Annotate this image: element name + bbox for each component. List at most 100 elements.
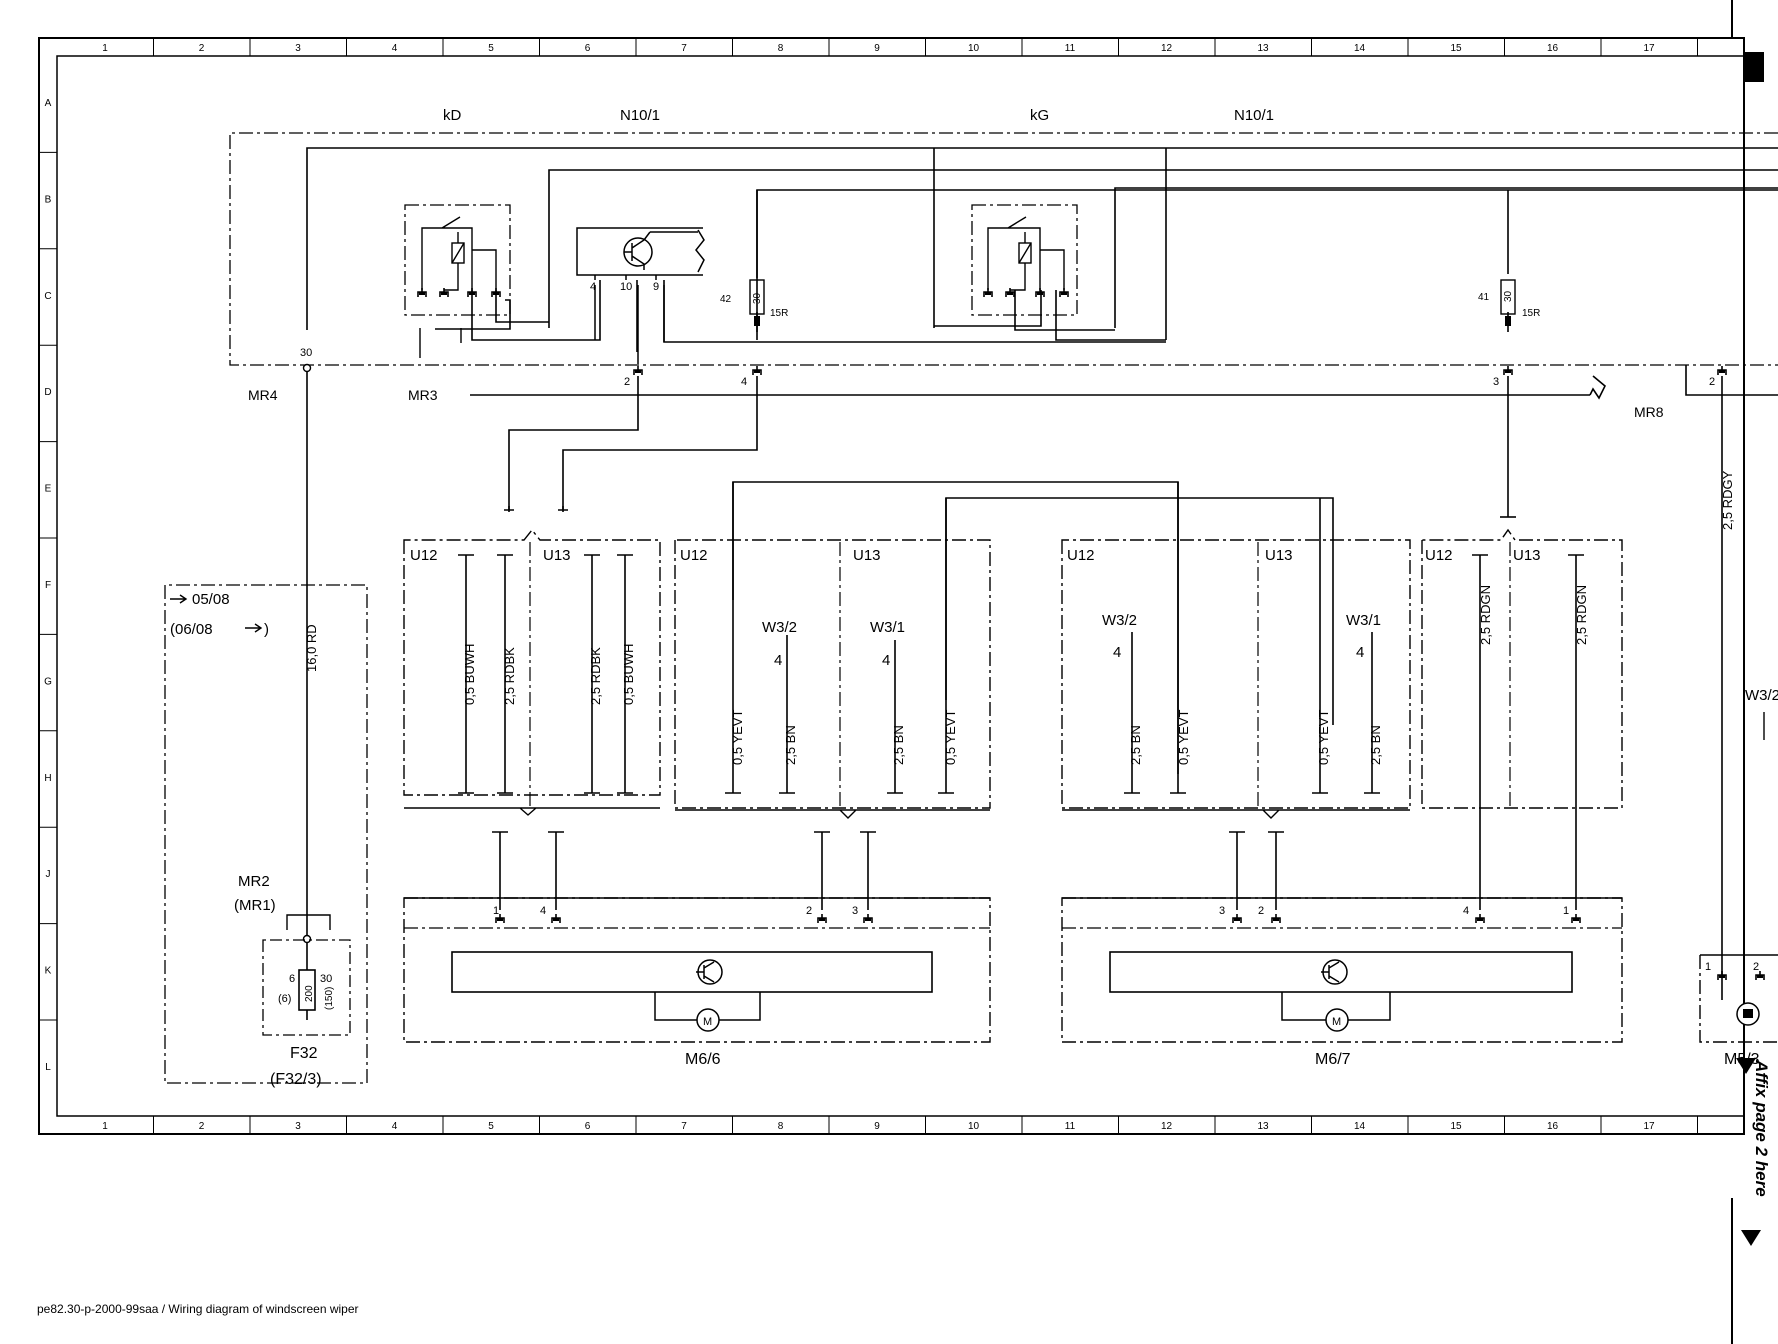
validity-arrow-icon (170, 594, 188, 604)
grid-column-label: 14 (1354, 1121, 1366, 1132)
connector-group-4: U12 U13 (1421, 528, 1623, 809)
connector-label-u12-g3: U12 (1067, 547, 1095, 564)
fuse-pin-right: 30 (320, 973, 332, 985)
fuse-15r-left-value: 30 (752, 292, 763, 304)
grid-column-label: 8 (778, 1121, 784, 1132)
connector-label-u13-g3: U13 (1265, 547, 1293, 564)
grid-column-label: 16 (1547, 43, 1559, 54)
grid-column-label: 4 (392, 1121, 398, 1132)
connector-label-u13-g4: U13 (1513, 547, 1541, 564)
grid-column-label: 10 (968, 43, 980, 54)
grid-column-label: 4 (392, 43, 398, 54)
motor-edge-label: M5/3 (1724, 1051, 1760, 1068)
fuse-15r-left-label: 15R (770, 308, 788, 319)
fuse-pin-left-alt: (6) (278, 993, 291, 1005)
grid-dividers (39, 38, 1698, 1134)
motor-m5-3: 1 2 M5/3 W3/2 (1699, 687, 1778, 1068)
wire-label-yevt-4: 0,5 YEVT (1316, 710, 1331, 765)
relay-right-label: kG (1030, 107, 1049, 124)
motor-left-pin-1: 1 (493, 905, 499, 917)
fuse-block: 05/08 (06/08 ) 16,0 RD MR2 (MR1) 200 6 (… (164, 584, 368, 1088)
grid-column-label: 14 (1354, 43, 1366, 54)
transistor-icon-m6-7 (1321, 961, 1340, 983)
grid-row-label: H (44, 773, 51, 784)
grid-row-label: E (45, 484, 52, 495)
terminal-30-node (302, 363, 312, 373)
grid-column-label: 9 (874, 43, 880, 54)
motor-right-label: M6/7 (1315, 1051, 1351, 1068)
grid-column-label: 3 (295, 43, 301, 54)
motor-icon-m6-7 (1325, 1008, 1349, 1032)
grid-column-label: 6 (585, 1121, 591, 1132)
connector-d-pin-2: 2 (624, 376, 630, 388)
fuse-pin-left: 6 (289, 973, 295, 985)
grid-column-label: 8 (778, 43, 784, 54)
connector-d-pin-4: 4 (741, 376, 747, 388)
figure-caption: pe82.30-p-2000-99saa / Wiring diagram of… (37, 1302, 359, 1316)
wire-labels: 0,5 BUWH 2,5 RDBK 2,5 RDBK 0,5 BUWH 0,5 … (462, 585, 1589, 765)
ground-mr1: (MR1) (234, 897, 276, 914)
motor-right-pin-1: 1 (1563, 905, 1569, 917)
grid-row-label: L (45, 1062, 51, 1073)
motor-icon-m6-7-m: M (1332, 1016, 1341, 1028)
relay-kg (971, 204, 1078, 316)
wire-label-rdgn-1: 2,5 RDGN (1478, 585, 1493, 645)
grid-column-label: 2 (199, 43, 205, 54)
affix-arrow-icon (1736, 1058, 1756, 1074)
connector-pin4-g2a: 4 (774, 652, 782, 669)
grid-column-label: 9 (874, 1121, 880, 1132)
wire-label-bn-3: 2,5 BN (1128, 725, 1143, 765)
motor-left-pin-4: 4 (540, 905, 546, 917)
fuse-valid-until-close: ) (264, 621, 269, 638)
motor-right-pin-3: 3 (1219, 905, 1225, 917)
wire-label-bn-4: 2,5 BN (1368, 725, 1383, 765)
transistor-pin-4: 4 (590, 281, 596, 293)
grid-row-label: F (45, 580, 51, 591)
motor-right-pin-4: 4 (1463, 905, 1469, 917)
grid-column-label: 1 (102, 1121, 108, 1132)
fuse-valid-until: (06/08 (170, 621, 213, 638)
connector-wire-stubs (458, 482, 1584, 794)
motor-left-label: M6/6 (685, 1051, 721, 1068)
motor-edge-pin-2: 2 (1753, 961, 1759, 973)
signal-wires (504, 376, 1723, 1000)
fuse-15r-right-value: 30 (1503, 290, 1514, 302)
grid-column-label: 13 (1257, 43, 1269, 54)
transistor-block: 4 10 9 (576, 227, 705, 364)
connector-group-2: U12 U13 W3/2 W3/1 4 4 (674, 539, 991, 819)
fuse-label-alt: (F32/3) (270, 1071, 322, 1088)
grid-row-label: C (44, 291, 51, 302)
wire-label-buwh-2: 0,5 BUWH (621, 644, 636, 705)
affix-arrow-icon-bottom (1741, 1230, 1761, 1246)
connector-group-1: U12 U13 (403, 528, 661, 816)
n10-1-module-boundary (229, 132, 1778, 366)
motor-edge-w-label: W3/2 (1745, 687, 1778, 704)
transistor-icon-m6-6 (696, 961, 715, 983)
connector-label-u12-g2: U12 (680, 547, 708, 564)
connector-label-w3-1-g3: W3/1 (1346, 612, 1381, 629)
transistor-pin-10: 10 (620, 281, 632, 293)
grid-column-label: 5 (488, 43, 494, 54)
affix-page-note: Affix page 2 here (1752, 1059, 1771, 1197)
motor-m6-7: 3 2 4 1 M M6/7 (1061, 897, 1623, 1068)
motor-icon-m6-6 (696, 1008, 720, 1032)
grid-row-label: G (44, 676, 52, 687)
grid-column-label: 6 (585, 43, 591, 54)
connector-d-pin-2-edge: 2 (1709, 376, 1715, 388)
ground-mr4: MR4 (248, 387, 278, 403)
module-left-label: N10/1 (620, 107, 660, 124)
fuse-15r-left: 42 30 15R (720, 190, 788, 326)
module-right-label: N10/1 (1234, 107, 1274, 124)
grid-column-label: 15 (1450, 43, 1462, 54)
terminal-30-label: 30 (300, 347, 312, 359)
grid-column-label: 10 (968, 1121, 980, 1132)
grid-column-label: 16 (1547, 1121, 1559, 1132)
grid-column-label: 17 (1643, 1121, 1655, 1132)
connector-label-u13: U13 (543, 547, 571, 564)
connector-group-3: U12 U13 W3/2 W3/1 4 4 (1061, 539, 1411, 819)
ground-rail (306, 365, 1778, 935)
grid-column-label: 11 (1065, 43, 1076, 54)
